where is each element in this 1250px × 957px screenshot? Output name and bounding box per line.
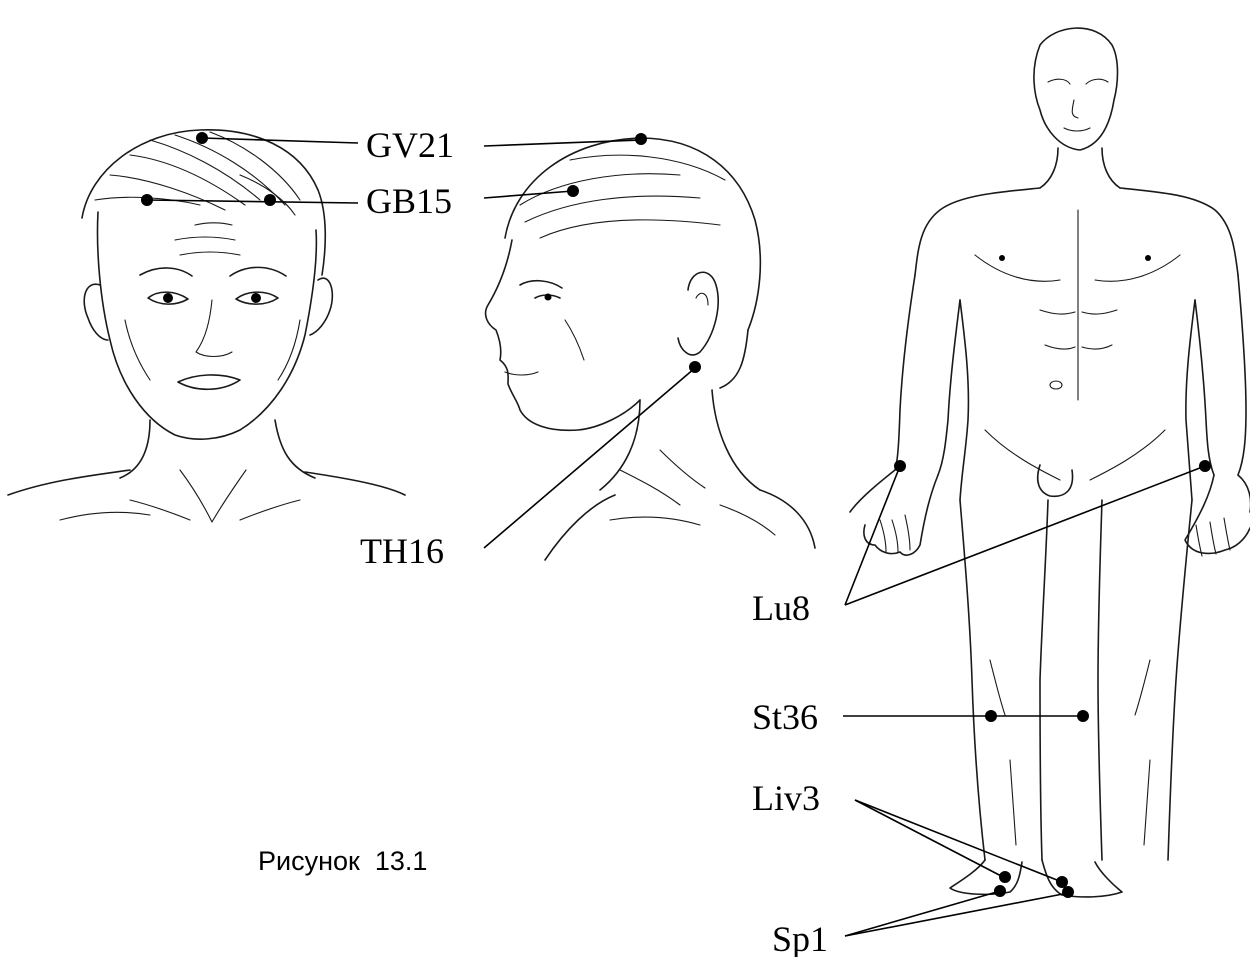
label-lu8: Lu8: [752, 588, 810, 628]
gv21-marker-profile: [635, 133, 647, 145]
lu8-marker-left-wrist: [1199, 460, 1211, 472]
th16-marker: [689, 361, 701, 373]
label-liv3: Liv3: [752, 778, 820, 818]
label-sp1: Sp1: [772, 919, 828, 957]
sp1-marker-right-foot: [994, 885, 1006, 897]
liv3-marker-right-foot: [999, 871, 1011, 883]
label-th16: TH16: [360, 531, 444, 571]
label-gv21: GV21: [366, 125, 454, 165]
st36-marker-left-leg: [1077, 710, 1089, 722]
gv21-marker-front: [196, 132, 208, 144]
point-markers: [141, 132, 1211, 898]
profile-head-drawing: [486, 138, 815, 560]
lu8-marker-right-wrist: [894, 460, 906, 472]
sp1-marker-left-foot: [1062, 886, 1074, 898]
label-st36: St36: [752, 697, 818, 737]
label-gb15: GB15: [366, 181, 452, 221]
st36-marker-right-leg: [985, 710, 997, 722]
full-body-drawing: [850, 28, 1250, 897]
figure-caption: Рисунок 13.1: [258, 846, 427, 876]
gb15-marker-front-left: [141, 194, 153, 206]
gb15-marker-profile: [567, 185, 579, 197]
gb15-marker-front-right: [264, 194, 276, 206]
front-head-drawing: [8, 130, 405, 522]
liv3-marker-left-foot: [1056, 876, 1068, 888]
point-labels: GV21 GB15 TH16 Lu8 St36 Liv3 Sp1: [360, 125, 828, 957]
